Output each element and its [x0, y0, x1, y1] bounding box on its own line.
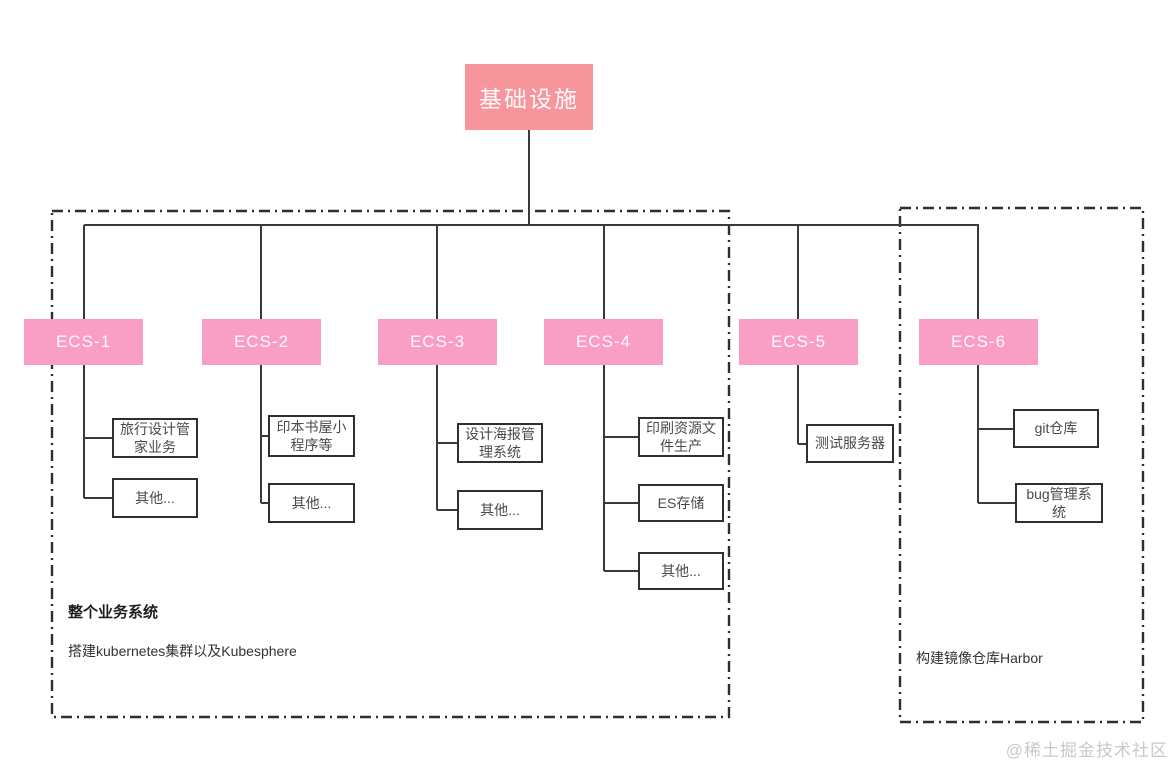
node-infrastructure: 基础设施 [465, 64, 593, 130]
group-business-system-outline [50, 209, 731, 719]
node-ecs-6: ECS-6 [919, 319, 1038, 365]
connector-elbow [978, 428, 1013, 430]
node-ecs-1: ECS-1 [24, 319, 143, 365]
node-es-storage: ES存储 [638, 484, 724, 522]
connector-elbow [437, 509, 457, 511]
connector-root-drop [528, 130, 530, 225]
node-git-repo: git仓库 [1013, 409, 1099, 448]
node-ecs-3: ECS-3 [378, 319, 497, 365]
node-other-2: 其他... [268, 483, 355, 523]
connector-drop-ecs-3 [436, 225, 438, 319]
caption-kubernetes-subtitle: 搭建kubernetes集群以及Kubesphere [68, 643, 297, 659]
connector-spine-ecs-4 [603, 364, 605, 571]
connector-elbow [604, 502, 638, 504]
node-other-1: 其他... [112, 478, 198, 518]
connector-spine-ecs-1 [83, 364, 85, 498]
connector-drop-ecs-5 [797, 225, 799, 319]
connector-elbow [84, 497, 112, 499]
connector-spine-ecs-3 [436, 364, 438, 510]
node-poster-design-management: 设计海报管理系统 [457, 423, 543, 463]
connector-elbow [798, 443, 806, 445]
connector-elbow [261, 502, 268, 504]
connector-drop-ecs-1 [83, 225, 85, 319]
connector-drop-ecs-4 [603, 225, 605, 319]
connector-elbow [604, 570, 638, 572]
node-test-server: 测试服务器 [806, 424, 894, 463]
node-travel-design-housekeeper: 旅行设计管家业务 [112, 418, 198, 458]
node-other-4: 其他... [638, 552, 724, 590]
connector-spine-ecs-2 [260, 364, 262, 503]
connector-drop-ecs-6 [977, 225, 979, 319]
connector-elbow [978, 502, 1015, 504]
node-print-resource-production: 印刷资源文件生产 [638, 417, 724, 457]
node-yinben-bookstore-miniprogram: 印本书屋小程序等 [268, 415, 355, 457]
connector-trunk [84, 224, 979, 226]
node-other-3: 其他... [457, 490, 543, 530]
node-ecs-2: ECS-2 [202, 319, 321, 365]
group-harbor-outline [898, 206, 1145, 724]
connector-elbow [261, 435, 268, 437]
node-bug-management: bug管理系统 [1015, 483, 1103, 523]
node-ecs-5: ECS-5 [739, 319, 858, 365]
connector-elbow [84, 437, 112, 439]
connector-drop-ecs-2 [260, 225, 262, 319]
caption-harbor-label: 构建镜像仓库Harbor [916, 650, 1043, 666]
watermark-juejin: @稀土掘金技术社区 [1005, 741, 1168, 760]
connector-spine-ecs-6 [977, 364, 979, 503]
node-ecs-4: ECS-4 [544, 319, 663, 365]
connector-elbow [437, 442, 457, 444]
caption-business-system-title: 整个业务系统 [68, 604, 159, 621]
connector-spine-ecs-5 [797, 364, 799, 444]
connector-elbow [604, 436, 638, 438]
